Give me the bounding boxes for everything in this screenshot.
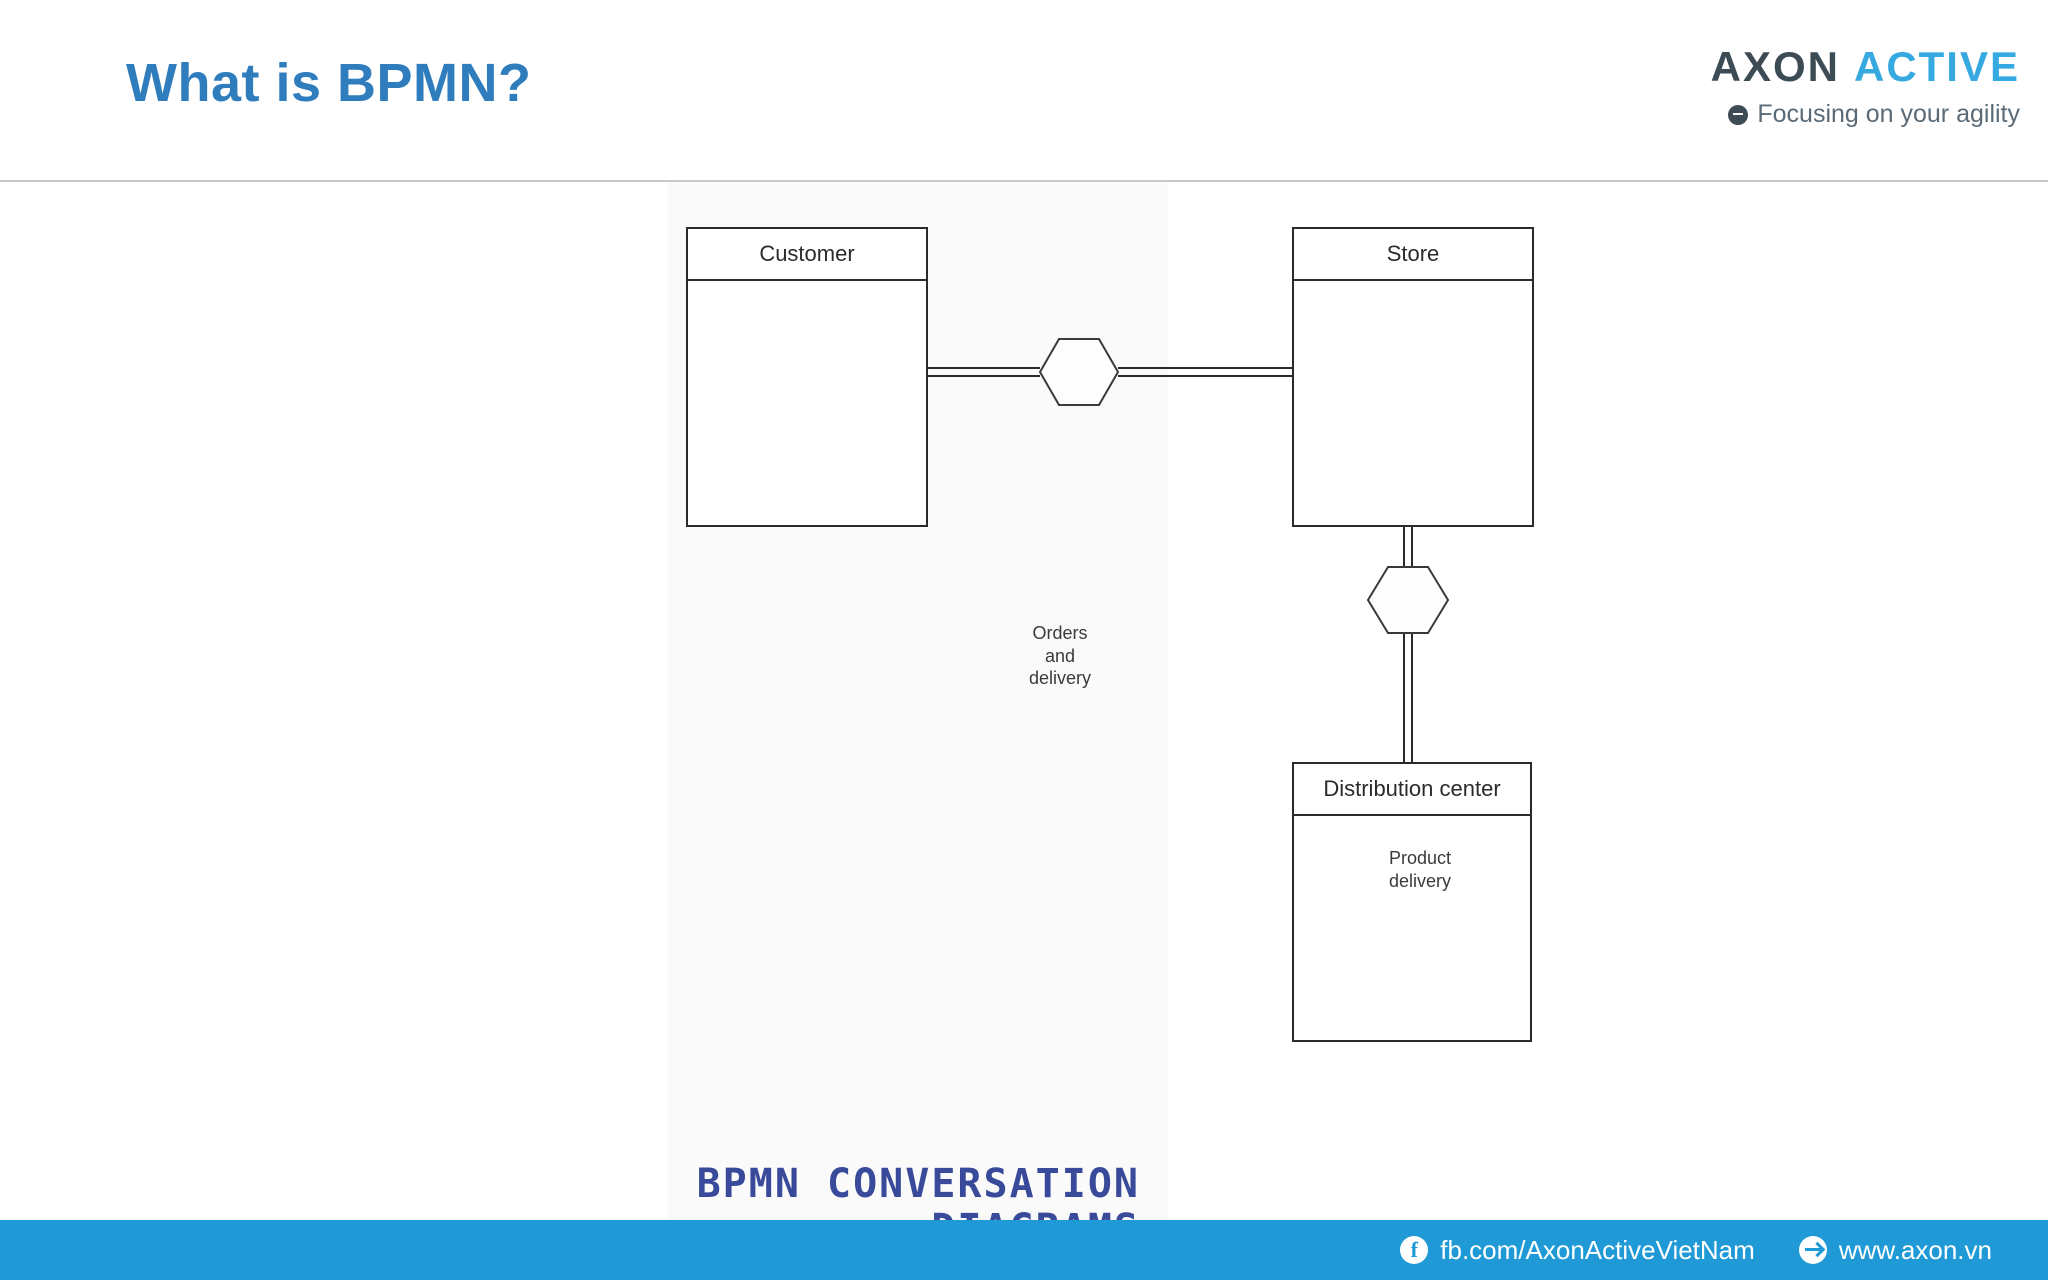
footer-facebook[interactable]: f fb.com/AxonActiveVietNam <box>1400 1235 1755 1266</box>
footer-website[interactable]: www.axon.vn <box>1798 1234 1992 1266</box>
logo-wordmark: AXON ACTIVE <box>1711 46 2020 88</box>
participant-pool-store[interactable]: Store <box>1292 227 1534 527</box>
diagram-connectors <box>928 338 1450 762</box>
slide-header: What is BPMN? AXON ACTIVE Focusing on you… <box>0 0 2048 182</box>
diagram-canvas: Customer Store Distribution center Order… <box>0 182 2048 1251</box>
axon-active-logo: AXON ACTIVE Focusing on your agility <box>1711 46 2020 129</box>
web-icon <box>1798 1236 1827 1264</box>
page-title: What is BPMN? <box>126 53 532 113</box>
participant-label-distribution-center: Distribution center <box>1294 764 1530 816</box>
footer-facebook-text: fb.com/AxonActiveVietNam <box>1440 1234 1755 1265</box>
participant-pool-customer[interactable]: Customer <box>686 227 928 527</box>
logo-tagline-row: Focusing on your agility <box>1711 100 2020 129</box>
logo-axon-text: AXON <box>1710 43 1840 90</box>
conversation-label-orders-and-delivery: Orders and delivery <box>1028 623 1092 688</box>
participant-label-customer: Customer <box>688 229 926 281</box>
footer-website-text: www.axon.vn <box>1838 1234 1992 1265</box>
arrow-bullet-icon <box>1728 104 1749 125</box>
participant-pool-distribution-center[interactable]: Distribution center <box>1292 762 1532 1042</box>
conversation-label-product-delivery: Product delivery <box>1388 848 1452 891</box>
participant-label-store: Store <box>1294 229 1532 281</box>
logo-tagline-text: Focusing on your agility <box>1757 100 2020 128</box>
slide-footer: f fb.com/AxonActiveVietNam www.axon.vn <box>0 1220 2048 1280</box>
conversation-hexagon-orders <box>1038 338 1120 406</box>
logo-active-text: ACTIVE <box>1853 43 2020 90</box>
facebook-icon: f <box>1400 1236 1429 1264</box>
conversation-hexagon-product <box>1366 566 1450 634</box>
